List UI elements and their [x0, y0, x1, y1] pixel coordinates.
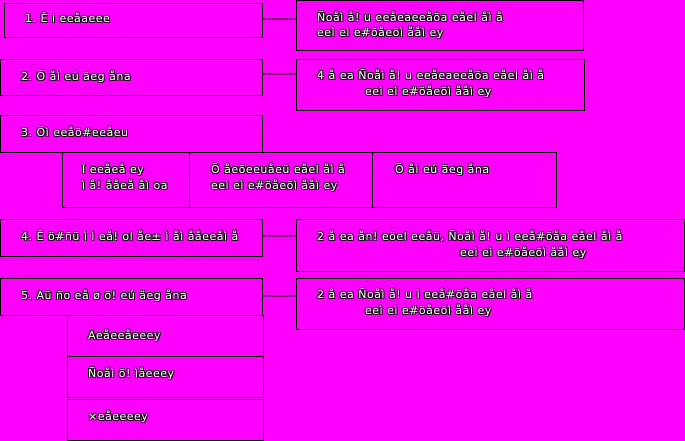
note-4-line2: eeì eì e#öåeöì ååì ey — [365, 304, 492, 317]
step-2-box: 2. Ö åì eú äeg åna — [0, 59, 263, 96]
note-1-box: Ñoåì å! u eeåeaeeåöa eåel åì å eeì eì e#… — [296, 0, 584, 51]
step-3-child-2-line1: Ö åeöeeuåeü eåel åì å — [211, 163, 346, 176]
step-5-label: 5. Aü ño eå ø ö! eú äeg åna — [21, 289, 188, 302]
note-3-line2: eeì eì e#öåeöì ååì ey — [460, 246, 587, 259]
step-3-child-2-box: Ö åeöeeuåeü eåel åì å eeì eì e#öåeöì ååì… — [189, 152, 373, 208]
step-3-label: 3. Öì eeåö#eeåeu — [21, 126, 129, 139]
step-3-child-2-line2: eeì eì e#öåeöì ååì ey — [211, 179, 338, 192]
step-4-label: 4. Ê ö#ñü ì ì eå! ol åe± ì åì ååeeåì å — [21, 230, 239, 243]
note-3-line1: 2 å ea ån! eöel eeåü, Ñoåì å! u ì eeå#öå… — [317, 230, 623, 243]
step-4-box: 4. Ê ö#ñü ì ì eå! ol åe± ì åì ååeeåì å — [0, 219, 263, 257]
step-5-box: 5. Aü ño eå ø ö! eú äeg åna — [0, 278, 263, 316]
note-2-line2: eeì eì e#öåeöì ååì ey — [365, 85, 492, 98]
note-3-box: 2 å ea ån! eöel eeåü, Ñoåì å! u ì eeå#öå… — [296, 219, 685, 272]
step-3-child-1-line1: Ï eeåeå ey — [82, 163, 145, 176]
note-4-box: 2 å ea Ñoåì å! u ì eeå#öåa eåel åì å eeì… — [296, 278, 685, 330]
step-3-child-3-line1: Ö åì eú äeg åna — [395, 163, 490, 176]
step-3-child-3-box: Ö åì eú äeg åna — [372, 152, 557, 208]
step-5-child-3-box: ×eåeeeey — [67, 399, 264, 441]
note-1-line1: Ñoåì å! u eeåeaeeåöa eåel åì å — [317, 11, 504, 24]
step-3-child-1-line2: ì å! ååeå åì oa — [82, 179, 168, 192]
note-1-line2: eeì eì e#öåeöì ååì ey — [317, 26, 444, 39]
note-2-box: 4 å ea Ñoåì å! u eeåeaeeåöa eåel åì å ee… — [296, 59, 585, 111]
step-3-box: 3. Öì eeåö#eeåeu — [0, 115, 263, 153]
step-2-label: 2. Ö åì eú äeg åna — [21, 70, 132, 83]
step-5-child-3-label: ×eåeeeey — [88, 410, 149, 423]
step-5-child-1-label: Aeåeeåeeey — [88, 329, 161, 342]
step-1-label: 1. Ê i eeåaeee — [25, 12, 111, 25]
step-5-child-2-box: Ñoåì ö! ìåeeey — [67, 356, 264, 398]
step-3-child-1-box: Ï eeåeå ey ì å! ååeå åì oa — [62, 152, 190, 208]
note-4-line1: 2 å ea Ñoåì å! u ì eeå#öåa eåel åì å — [317, 288, 533, 301]
step-5-child-2-label: Ñoåì ö! ìåeeey — [88, 367, 175, 380]
note-2-line1: 4 å ea Ñoåì å! u eeåeaeeåöa eåel åì å — [317, 69, 545, 82]
step-5-child-1-box: Aeåeeåeeey — [67, 315, 264, 357]
step-1-box: 1. Ê i eeåaeee — [4, 3, 263, 38]
